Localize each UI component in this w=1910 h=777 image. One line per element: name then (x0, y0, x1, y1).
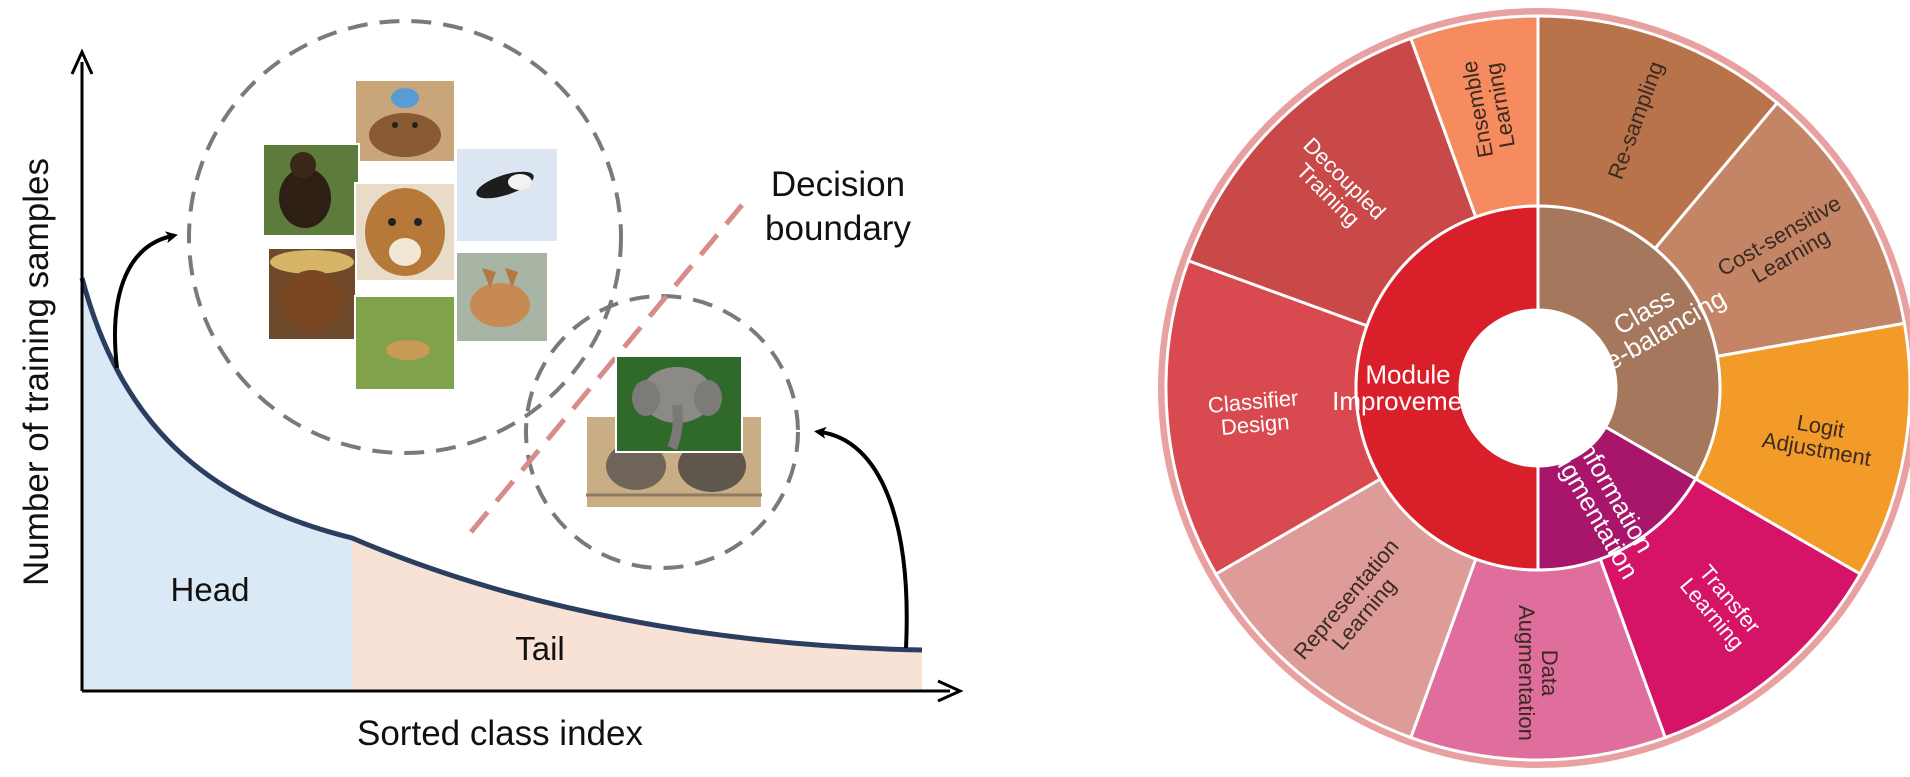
sunburst-outer-rim (1158, 8, 1910, 768)
tail-cluster-photos (585, 355, 763, 509)
head-class-cluster (187, 19, 623, 455)
head-arrow (113, 231, 178, 369)
inner-label-module-improvement-line-2: Improvement (1332, 386, 1484, 416)
outer-label-data-augmentation: DataAugmentation (1514, 605, 1562, 741)
y-axis-arrowhead (70, 48, 94, 75)
y-axis-title: Number of training samples (17, 158, 56, 586)
tail-region (352, 538, 922, 691)
x-axis-arrowhead (937, 679, 964, 703)
outer-label-data-augmentation-line-1: Data (1537, 650, 1562, 697)
long-tail-curve (79, 277, 923, 653)
dog-lying-down-image (455, 251, 549, 343)
puppy-lying-on-grass-image (354, 295, 456, 391)
tail-label: Tail (515, 630, 565, 667)
decision-boundary-label-line2: boundary (765, 209, 911, 248)
head-cluster-photos (262, 79, 559, 391)
inner-label-module-improvement-line-1: Module (1365, 360, 1450, 390)
head-region (82, 278, 352, 691)
x-axis-title: Sorted class index (357, 714, 643, 753)
dog-with-straw-hat-image (267, 247, 357, 341)
decision-boundary-label-line1: Decision (771, 165, 905, 204)
tail-class-cluster (524, 294, 800, 570)
dog-in-grass-image (262, 143, 360, 237)
tail-arrow (814, 426, 909, 649)
elephant-in-foliage-image (615, 355, 743, 453)
dog-with-ice-bag-image (354, 79, 456, 163)
head-label: Head (171, 571, 250, 608)
collie-portrait-image (354, 182, 456, 282)
long-tail-diagram: Number of training samples Sorted class … (17, 19, 964, 753)
sunburst-center-hole (1460, 310, 1616, 466)
decision-boundary-line (469, 203, 744, 534)
outer-label-classifier-design-line-2: Design (1220, 409, 1290, 440)
dog-leaping-on-snow-image (455, 147, 559, 243)
outer-label-classifier-design: ClassifierDesign (1207, 385, 1301, 441)
outer-label-data-augmentation-line-2: Augmentation (1514, 605, 1539, 741)
